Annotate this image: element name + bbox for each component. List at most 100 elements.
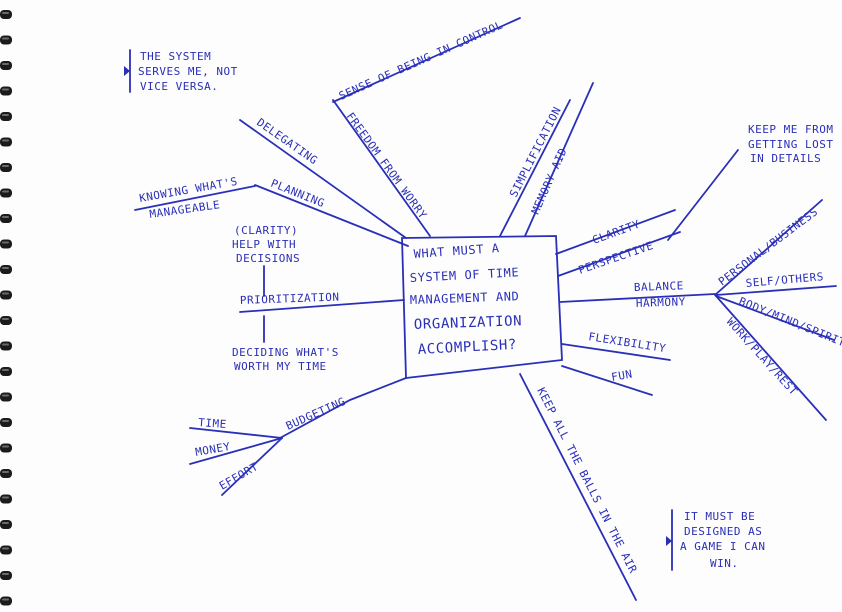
- line-clarity: [555, 209, 676, 255]
- binding-ring: [0, 392, 12, 402]
- label-sense-control: SENSE OF BEING IN CONTROL: [337, 18, 505, 102]
- note-top-line-1: THE SYSTEM: [140, 50, 211, 63]
- binding-ring: [0, 571, 12, 580]
- note-arrow-top-icon: [124, 66, 130, 76]
- label-balance: BALANCE: [634, 279, 684, 294]
- label-clarity-paren: (CLARITY): [234, 224, 298, 237]
- line-memory: [524, 82, 594, 237]
- line-budgeting: [279, 377, 407, 439]
- binding-ring-highlight: [2, 547, 9, 550]
- label-lost-1: KEEP ME FROM: [748, 123, 833, 136]
- label-money: MONEY: [194, 440, 231, 459]
- label-fun: FUN: [610, 367, 633, 384]
- label-delegating: DELEGATING: [254, 116, 320, 168]
- binding-ring: [0, 596, 12, 606]
- note-bottom-right: IT MUST BE DESIGNED AS A GAME I CAN WIN.: [680, 510, 765, 570]
- binding-ring: [0, 443, 12, 453]
- label-flexibility: FLEXIBILITY: [588, 330, 667, 355]
- note-top-line-3: VICE VERSA.: [140, 80, 218, 93]
- line-flexibility: [561, 343, 671, 361]
- line-lost-details: [667, 149, 739, 241]
- line-time: [189, 427, 283, 439]
- note-bottom-line-3: A GAME I CAN: [680, 540, 765, 553]
- binding-ring-highlight: [2, 63, 9, 65]
- branch-lines: [129, 17, 837, 601]
- binding-ring-highlight: [2, 343, 9, 346]
- label-decisions: DECISIONS: [236, 252, 300, 265]
- line-work: [715, 295, 827, 421]
- label-work-play-rest: WORK/PLAY/REST: [724, 315, 800, 398]
- label-budgeting: BUDGETING: [284, 395, 348, 433]
- label-effort: EFFORT: [217, 460, 261, 493]
- note-bottom-line-2: DESIGNED AS: [684, 525, 762, 538]
- label-deciding-2: WORTH MY TIME: [234, 360, 327, 373]
- binding-ring: [0, 188, 12, 198]
- binding-ring: [0, 494, 12, 504]
- line-simplification: [499, 99, 571, 237]
- binding-ring: [0, 290, 12, 300]
- label-knowing-1: KNOWING WHAT'S: [138, 175, 238, 205]
- binding-ring-highlight: [2, 522, 9, 524]
- binding-ring: [0, 61, 12, 70]
- line-knowing: [134, 185, 256, 211]
- binding-ring: [0, 239, 12, 249]
- center-question: WHAT MUST A SYSTEM OF TIME MANAGEMENT AN…: [409, 241, 522, 358]
- note-top-line-2: SERVES ME, NOT: [138, 65, 238, 78]
- binding-ring-highlight: [2, 369, 9, 371]
- binding-ring-highlight: [2, 216, 9, 218]
- label-keep-balls: KEEP ALL THE BALLS IN THE AIR: [534, 385, 639, 575]
- label-lost-3: IN DETAILS: [750, 152, 821, 165]
- line-sense-control: [332, 17, 521, 103]
- center-line-3: MANAGEMENT AND: [410, 289, 520, 307]
- center-line-4: ORGANIZATION: [414, 313, 523, 333]
- label-freedom-worry: FREEDOM FROM WORRY: [344, 110, 430, 221]
- binding-ring-highlight: [2, 292, 9, 295]
- label-deciding-1: DECIDING WHAT'S: [232, 346, 339, 359]
- binding-ring-highlight: [2, 165, 9, 167]
- binding-ring-highlight: [2, 37, 9, 40]
- binding-ring-highlight: [2, 241, 9, 244]
- label-perspective: PERSPECTIVE: [577, 239, 655, 277]
- label-harmony: HARMONY: [636, 295, 686, 310]
- note-arrow-bottom-icon: [666, 536, 672, 546]
- binding-ring: [0, 35, 12, 45]
- binding-ring: [0, 265, 12, 274]
- binding-ring: [0, 341, 12, 351]
- binding-ring: [0, 10, 12, 19]
- line-delegating: [239, 119, 407, 239]
- note-bottom-line-1: IT MUST BE: [684, 510, 755, 523]
- binding-ring: [0, 545, 12, 555]
- line-planning: [254, 184, 409, 247]
- center-box: [401, 235, 563, 380]
- binding-ring-highlight: [2, 267, 9, 269]
- center-line-1: WHAT MUST A: [413, 241, 500, 261]
- binding-ring: [0, 112, 12, 121]
- label-clarity: CLARITY: [591, 218, 642, 247]
- binding-ring: [0, 316, 12, 325]
- line-balance: [559, 293, 716, 303]
- line-money: [189, 437, 283, 465]
- line-perspective: [557, 231, 681, 277]
- binding-ring-highlight: [2, 139, 9, 142]
- binding-ring: [0, 367, 12, 376]
- binding-ring: [0, 418, 12, 427]
- binding-ring: [0, 469, 12, 478]
- line-personal: [714, 199, 823, 296]
- binding-ring-highlight: [2, 471, 9, 473]
- binding-ring: [0, 86, 12, 96]
- line-self: [715, 285, 837, 296]
- line-prioritization: [239, 299, 405, 313]
- line-keep-balls: [519, 373, 637, 601]
- binding-ring-highlight: [2, 420, 9, 422]
- binding-ring: [0, 214, 12, 223]
- label-prioritization: PRIORITIZATION: [240, 291, 340, 307]
- binding-ring-highlight: [2, 318, 9, 320]
- line-effort: [221, 437, 283, 496]
- center-line-2: SYSTEM OF TIME: [409, 265, 519, 285]
- binding-ring: [0, 520, 12, 529]
- center-line-5: ACCOMPLISH?: [417, 337, 517, 358]
- binding-ring-highlight: [2, 394, 9, 397]
- binding-ring-highlight: [2, 88, 9, 91]
